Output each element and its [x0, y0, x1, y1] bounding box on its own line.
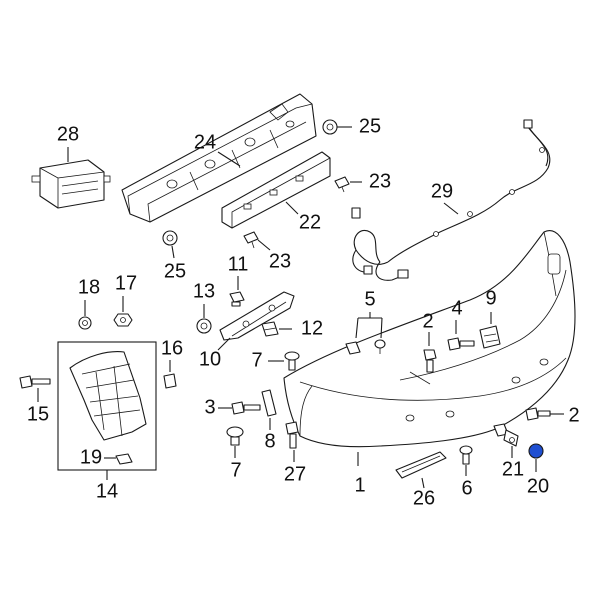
part-6-fastener: [459, 445, 473, 465]
part-24-impact-bar: [121, 93, 317, 223]
part-15-bolt: [19, 375, 51, 389]
part-29-harness: [351, 119, 551, 281]
callout-11: 11: [228, 253, 249, 275]
callout-24: 24: [194, 131, 216, 153]
part-13-nut: [196, 318, 212, 334]
callout-2-lower: 2: [568, 404, 579, 426]
callout-7-upper: 7: [251, 349, 262, 371]
callout-9: 9: [485, 287, 496, 309]
part-14-group: [57, 341, 157, 471]
part-16-clip: [163, 373, 177, 389]
callout-8: 8: [264, 430, 275, 452]
callout-10: 10: [199, 348, 221, 370]
part-3-screw: [231, 401, 261, 415]
callout-23-mid: 23: [269, 250, 291, 272]
callout-25-top: 25: [359, 115, 381, 137]
part-9-bracket: [479, 325, 501, 349]
callout-4: 4: [451, 297, 462, 319]
part-17-nut: [113, 313, 133, 327]
part-2-bolt-upper: [423, 349, 437, 373]
callout-1: 1: [354, 474, 365, 496]
callout-22: 22: [299, 211, 321, 233]
part-10-bracket: [219, 291, 295, 341]
callout-15: 15: [27, 403, 49, 425]
part-12-retainer: [261, 321, 279, 337]
callout-12: 12: [301, 317, 323, 339]
part-7-pin-upper: [284, 351, 300, 371]
part-27-bolt: [285, 421, 299, 449]
callout-3: 3: [204, 396, 215, 418]
part-7-pin-lower: [226, 426, 244, 446]
part-2-bolt-lower: [525, 407, 551, 421]
callout-28: 28: [57, 123, 79, 145]
callout-6: 6: [461, 477, 472, 499]
part-28-module: [31, 159, 111, 209]
part-25-nut-lower: [162, 230, 178, 246]
part-25-nut-top: [322, 119, 338, 135]
callout-16: 16: [161, 337, 183, 359]
callout-27: 27: [284, 463, 306, 485]
part-11-bolt: [229, 291, 245, 307]
part-23-clip-mid: [243, 231, 259, 249]
part-8-clip: [261, 389, 277, 417]
part-18-nut: [78, 316, 92, 330]
callout-2-upper: 2: [422, 310, 433, 332]
part-4-screw: [447, 337, 475, 351]
callout-20: 20: [527, 475, 549, 497]
callout-23-top: 23: [369, 170, 391, 192]
callout-25-lower: 25: [164, 260, 186, 282]
callout-7-lower: 7: [230, 459, 241, 481]
callout-21: 21: [502, 458, 524, 480]
part-23-clip-top: [334, 176, 350, 193]
callout-14: 14: [96, 480, 118, 502]
callout-17: 17: [115, 272, 137, 294]
callout-19: 19: [80, 446, 102, 468]
part-21-holder: [493, 423, 519, 447]
callout-29: 29: [431, 180, 453, 202]
part-26-strip: [395, 451, 447, 479]
callout-26: 26: [413, 487, 435, 509]
callout-18: 18: [78, 276, 100, 298]
callout-5: 5: [364, 288, 375, 310]
part-5-clips: [345, 339, 386, 355]
part-20-highlighted: [528, 443, 544, 459]
callout-13: 13: [193, 280, 215, 302]
part-22-absorber: [221, 151, 331, 229]
